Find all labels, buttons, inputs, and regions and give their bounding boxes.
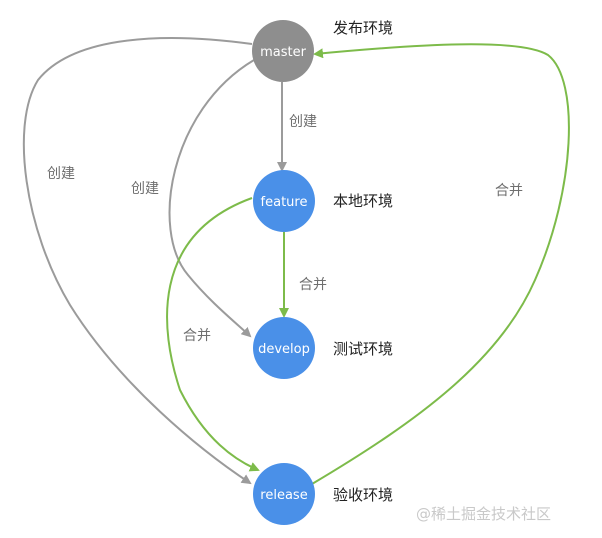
env-label-master: 发布环境 bbox=[333, 19, 393, 37]
node-release-label: release bbox=[260, 488, 307, 503]
node-feature-label: feature bbox=[261, 195, 308, 210]
node-feature-circle bbox=[253, 170, 315, 232]
node-master: master bbox=[252, 20, 314, 82]
edge-merge-feature-release bbox=[166, 197, 260, 472]
edge-label-create-release: 创建 bbox=[47, 166, 75, 182]
node-master-circle bbox=[252, 20, 314, 82]
node-release: release bbox=[253, 463, 315, 525]
edge-create-master-release bbox=[22, 37, 253, 485]
edge-create-master-develop bbox=[168, 59, 255, 338]
node-develop-circle bbox=[253, 317, 315, 379]
env-label-feature: 本地环境 bbox=[333, 192, 393, 210]
node-master-label: master bbox=[260, 45, 306, 60]
env-label-develop: 测试环境 bbox=[333, 340, 393, 358]
edge-label-create-develop: 创建 bbox=[131, 181, 159, 197]
node-feature: feature bbox=[253, 170, 315, 232]
node-release-circle bbox=[253, 463, 315, 525]
node-develop: develop bbox=[253, 317, 315, 379]
edge-merge-release-master bbox=[311, 43, 570, 485]
node-develop-label: develop bbox=[258, 342, 310, 357]
env-label-release: 验收环境 bbox=[333, 486, 393, 504]
edge-label-merge-release-master: 合并 bbox=[495, 183, 523, 199]
edge-label-create-feature: 创建 bbox=[289, 114, 317, 130]
edge-label-merge-feature-develop: 合并 bbox=[299, 277, 327, 293]
edge-label-merge-feature-release: 合并 bbox=[183, 328, 211, 344]
watermark: @稀土掘金技术社区 bbox=[416, 505, 552, 523]
